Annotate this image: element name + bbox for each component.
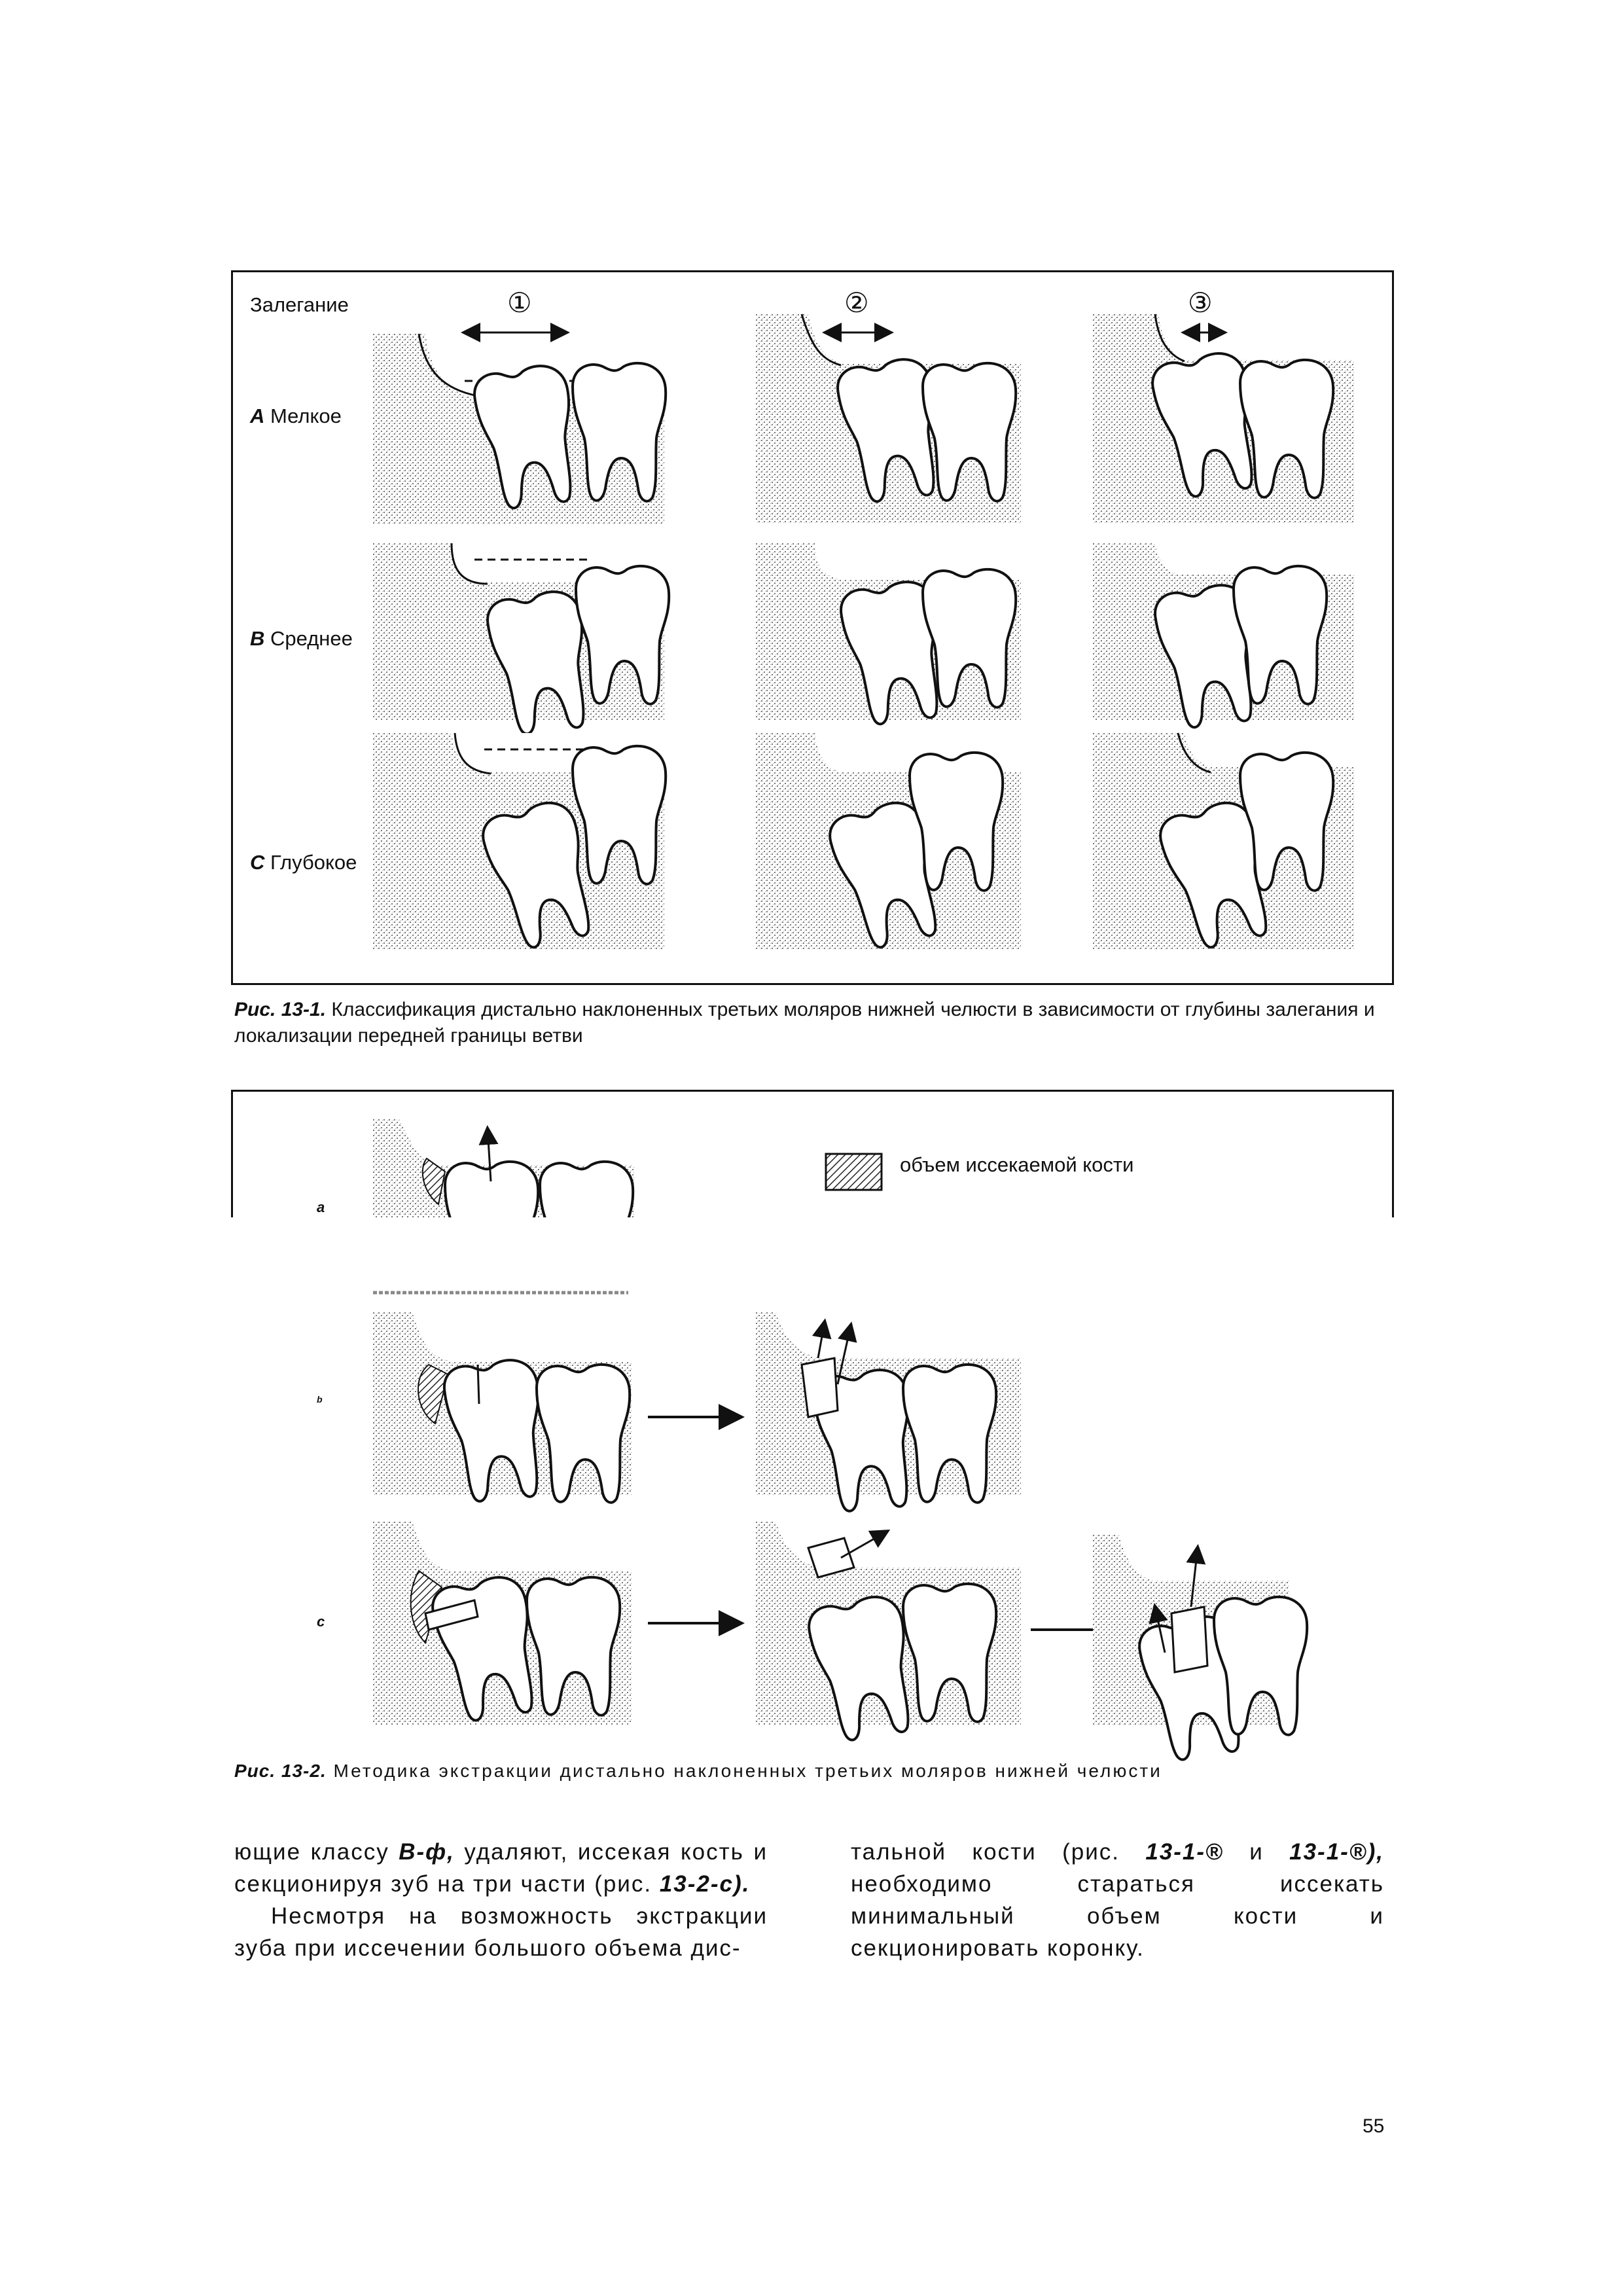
row-letter-b: B <box>250 627 265 650</box>
row-name-b: Среднее <box>270 627 353 650</box>
row-name-a: Мелкое <box>270 404 342 427</box>
text-span: удаляют, иссекая кость и секционируя зуб… <box>234 1839 768 1897</box>
figure-13-1-caption: Рис. 13-1. Классификация дистально накло… <box>234 997 1396 1049</box>
text-span: тальной кости (рис. <box>851 1839 1120 1865</box>
column-number-3: ③ <box>1188 287 1213 318</box>
figure-13-2-caption-text: Методика экстракции дистально наклоненны… <box>333 1761 1162 1781</box>
text-span: ющие классу <box>234 1839 389 1865</box>
row-letter-a: A <box>250 404 265 427</box>
row-label-a: A Мелкое <box>250 404 342 428</box>
figure-13-2-caption-label: Рис. 13-2. <box>234 1761 327 1781</box>
column-number-1: ① <box>507 287 532 318</box>
text-span: и <box>1249 1839 1264 1865</box>
figure-13-1-grid <box>373 314 1355 955</box>
row-name-c: Глубокое <box>270 851 357 874</box>
body-column-left: ющие классу В-ф, удаляют, иссекая кость … <box>234 1836 768 1964</box>
text-span: необходимо стараться иссекать минимальны… <box>851 1871 1384 1961</box>
body-column-right: тальной кости (рис. 13-1-® и 13-1-®), не… <box>851 1836 1384 1964</box>
ref-figure: 13-2-с). <box>659 1871 751 1897</box>
row-letter-c-fig2: c <box>317 1613 325 1630</box>
page-number: 55 <box>1363 2115 1385 2137</box>
left-paragraph-2: Несмотря на возможность экстракции зуба … <box>234 1903 768 1961</box>
ref-figure: 13-1-® <box>1145 1839 1224 1865</box>
figure-13-2-frame <box>231 1090 1394 1217</box>
figure-13-1-frame <box>231 270 1394 985</box>
figure-13-2-caption: Рис. 13-2. Методика экстракции дистально… <box>234 1761 1162 1782</box>
ref-class: В-ф, <box>399 1839 455 1865</box>
right-paragraph: тальной кости (рис. 13-1-® и 13-1-®), не… <box>851 1836 1384 1964</box>
column-number-2: ② <box>844 287 869 318</box>
figure-13-1-caption-label: Рис. 13-1. <box>234 999 327 1020</box>
row-label-b: B Среднее <box>250 627 353 651</box>
figure-13-1-caption-text: Классификация дистально наклоненных трет… <box>234 999 1375 1047</box>
figure-13-2-art <box>231 1119 1394 1766</box>
legend-bone-removal: объем иссекаемой кости <box>900 1153 1134 1176</box>
figure-13-1-header: Залегание <box>250 293 349 316</box>
ref-figure: 13-1-®), <box>1289 1839 1384 1865</box>
row-label-c: C Глубокое <box>250 851 357 874</box>
row-letter-c: C <box>250 851 265 874</box>
left-paragraph-1: ющие классу В-ф, удаляют, иссекая кость … <box>234 1836 768 1900</box>
row-letter-a-fig2: a <box>317 1199 325 1215</box>
row-letter-b-fig2: b <box>317 1394 323 1405</box>
